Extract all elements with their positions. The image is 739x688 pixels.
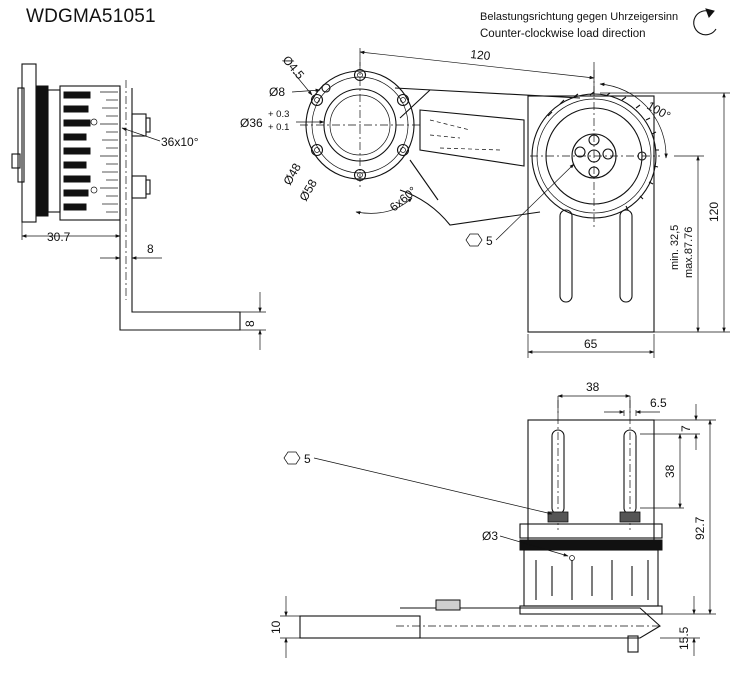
pin-diameter-label: Ø3 <box>482 529 498 543</box>
front-view: 38 6.5 7 38 92.7 15.5 10 <box>269 380 716 658</box>
rotation-angle-label: 100° <box>645 98 674 123</box>
plate-thickness-label: 8 <box>147 242 154 256</box>
slot-offset-label: 7 <box>679 425 693 432</box>
min-offset-label: max.87.76 <box>683 227 695 278</box>
base-height-label: 15.5 <box>677 626 691 650</box>
front-knurl <box>523 549 659 607</box>
front-hex-key-label: 5 <box>304 452 311 466</box>
hex-key-icon-front <box>283 451 301 465</box>
total-height-label: 92.7 <box>693 516 707 540</box>
mounting-holes <box>310 68 410 182</box>
slot-width-label: 6.5 <box>650 396 667 410</box>
clamp-height-label: 10 <box>269 620 283 634</box>
scale-ticks <box>90 91 118 213</box>
tolerance-lower-label: + 0.1 <box>268 122 289 133</box>
hex-key-size-label: 5 <box>486 234 493 248</box>
scale-dimension-label: 36x10° <box>161 135 199 149</box>
hole-pattern-label: 6x60° <box>387 184 420 215</box>
center-diameter-label: Ø36 <box>240 116 263 130</box>
top-view: 120 100° 120 max.87.76 min. 32,5 65 Ø4.5… <box>240 47 730 358</box>
hex-key-icon <box>465 233 483 247</box>
foot-thickness-label: 8 <box>243 320 257 327</box>
bore-diameter-label: Ø8 <box>269 85 285 99</box>
slot-spacing-label: 38 <box>586 380 600 394</box>
circle-48-label: Ø48 <box>280 161 304 188</box>
arm-length-label: 120 <box>470 47 492 63</box>
load-direction-english: Counter-clockwise load direction <box>480 28 646 40</box>
knurl-ribs <box>63 91 91 211</box>
part-number-title: WDGMA51051 <box>26 6 156 27</box>
depth-dimension-label: 30.7 <box>47 230 71 244</box>
load-direction-german: Belastungsrichtung gegen Uhrzeigersinn <box>480 11 679 23</box>
plate-width-label: 65 <box>584 337 598 351</box>
plate-height-label: 120 <box>707 202 721 222</box>
hole-diameter-label: Ø4.5 <box>280 53 308 82</box>
tolerance-upper-label: + 0.3 <box>268 109 289 120</box>
circle-58-label: Ø58 <box>296 177 320 204</box>
slot-length-label: 38 <box>663 464 677 478</box>
counter-clockwise-arrow-icon <box>693 8 717 36</box>
side-view: 36x10° 30.7 8 8 <box>11 63 266 350</box>
max-offset-label: min. 32,5 <box>669 225 681 270</box>
